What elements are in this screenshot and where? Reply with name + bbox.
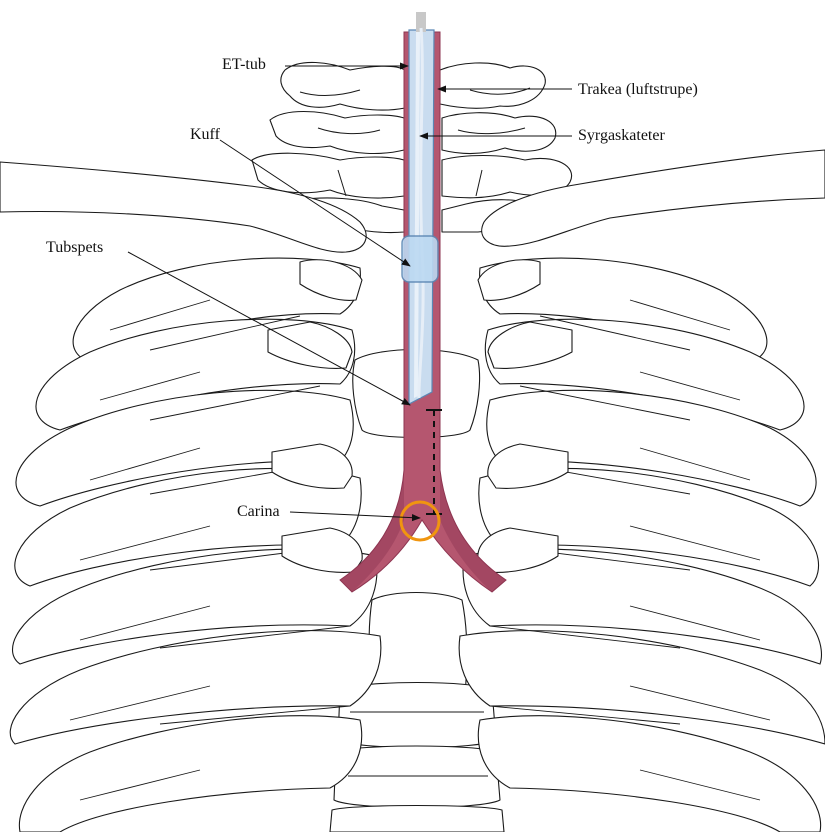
label-trachea: Trakea (luftstrupe) xyxy=(578,81,698,98)
left-ribs xyxy=(10,258,381,832)
label-cuff: Kuff xyxy=(190,126,221,143)
label-suction-catheter: Syrgaskateter xyxy=(578,127,665,144)
label-tube-tip: Tubspets xyxy=(46,239,103,256)
label-et-tube: ET-tub xyxy=(222,56,266,73)
et-tube xyxy=(409,12,434,404)
cuff xyxy=(402,236,438,282)
right-ribs xyxy=(459,258,825,832)
label-carina: Carina xyxy=(237,503,280,520)
